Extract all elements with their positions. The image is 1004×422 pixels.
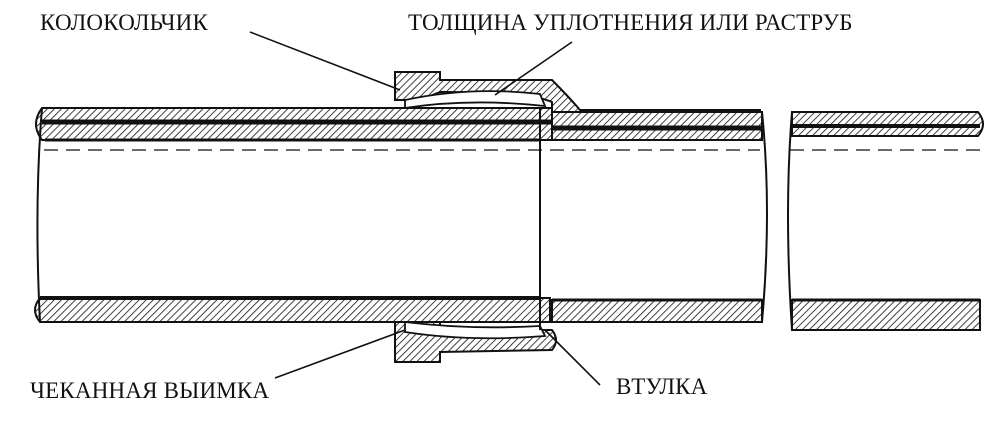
label-seal-thickness: ТОЛЩИНА УПЛОТНЕНИЯ ИЛИ РАСТРУБ (408, 10, 853, 35)
label-bell: КОЛОКОЛЬЧИК (40, 10, 209, 35)
leader-groove (274, 329, 406, 379)
label-caulking-groove: ЧЕКАННАЯ ВЫИМКА (30, 378, 270, 403)
leader-seal (494, 41, 573, 96)
leader-spigot (544, 329, 601, 386)
left-pipe-end (36, 107, 43, 323)
middle-pipe-break (761, 111, 768, 323)
middle-pipe-bottom-wall (551, 299, 763, 323)
right-pipe-break (787, 111, 793, 331)
label-spigot: ВТУЛКА (616, 374, 708, 399)
right-pipe-bottom-wall (791, 299, 981, 331)
leader-bell (249, 31, 401, 91)
left-pipe-bottom-wall (34, 297, 551, 323)
seal-bottom (404, 320, 547, 340)
seal-top (404, 90, 547, 110)
